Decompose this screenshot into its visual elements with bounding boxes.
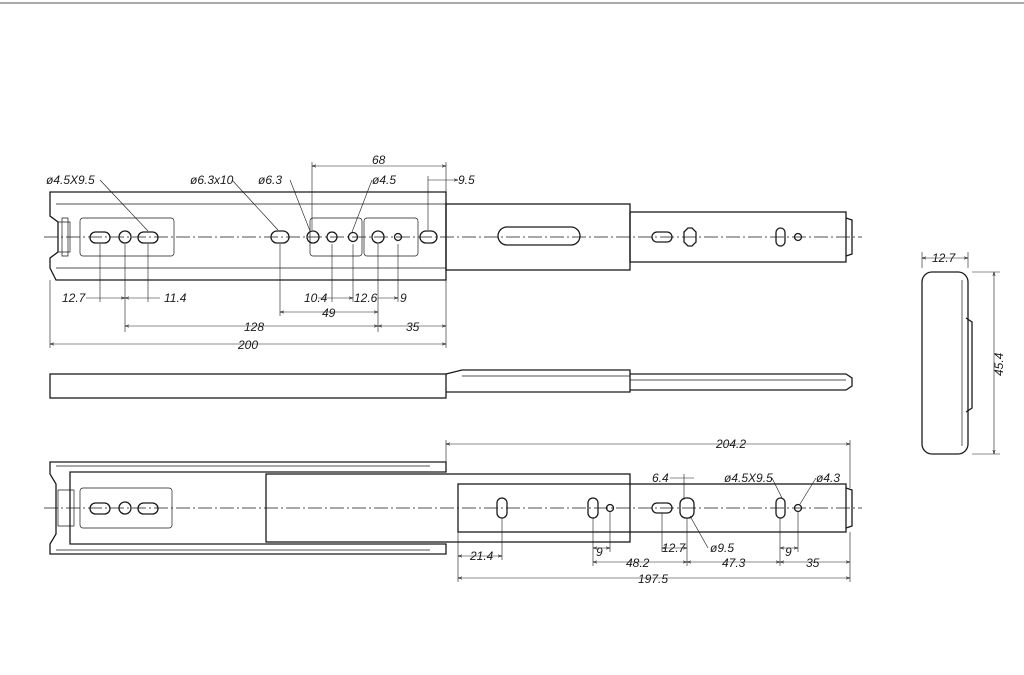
callout-slot-small: ø4.5X9.5 [46, 173, 95, 187]
bottom-outer-rail [49, 461, 447, 555]
bottom-dim-473: 47.3 [722, 556, 746, 570]
dim-126: 12.6 [354, 291, 378, 305]
callout-hole-45: ø4.5 [372, 173, 396, 187]
bottom-dim-1975: 197.5 [638, 572, 668, 586]
side-intermediate-rail [445, 369, 631, 393]
slot-hole-2 [137, 231, 159, 244]
inner-rail-end [845, 217, 853, 257]
bottom-view: 204.2 6.4 ø4.5X9.5 ø4.3 ø9.5 21.4 9 12.7… [44, 437, 862, 586]
bottom-slot-2 [137, 502, 159, 515]
bottom-callout-64: 6.4 [652, 471, 669, 485]
dim-200: 200 [237, 338, 258, 352]
leader-slot-small [99, 179, 149, 232]
dim-68: 68 [372, 153, 386, 167]
bottom-outer-inner [56, 465, 430, 551]
end-profile-outer [921, 271, 969, 455]
dim-104: 10.4 [304, 291, 328, 305]
outer-rail-inner-edge [56, 203, 446, 269]
dim-127-top: 12.7 [62, 291, 87, 305]
leader-hole-63 [289, 179, 311, 232]
slot-hole-1 [89, 231, 111, 244]
side-view [49, 369, 853, 399]
end-dim-height: 45.4 [992, 352, 1006, 376]
bottom-slot-1 [89, 502, 111, 515]
bottom-leader-slot [771, 477, 783, 499]
inner-hole-keyed [683, 227, 697, 247]
leader-slot-medium [231, 179, 279, 231]
bottom-dim-127: 12.7 [662, 541, 687, 555]
bottom-leader-43 [799, 477, 817, 505]
bottom-callout-95: ø9.5 [710, 541, 734, 555]
bottom-inner-end [845, 487, 853, 529]
side-inner-rail [630, 373, 853, 391]
bottom-callout-slot: ø4.5X9.5 [724, 471, 773, 485]
side-outer-rail [49, 373, 447, 399]
dim-128: 128 [244, 320, 264, 334]
bottom-dim-2042: 204.2 [715, 437, 746, 451]
end-profile-flange [965, 317, 973, 413]
end-dim-width: 12.7 [932, 251, 957, 265]
intermediate-slot [497, 226, 581, 246]
callout-95: 9.5 [458, 173, 475, 187]
callout-slot-medium: ø6.3x10 [190, 173, 234, 187]
bottom-dim-482: 48.2 [626, 556, 650, 570]
bottom-dim-9a: 9 [596, 545, 603, 559]
dim-49: 49 [322, 306, 336, 320]
outer-rail-end-tab [61, 217, 69, 257]
bottom-callout-43: ø4.3 [816, 471, 840, 485]
bottom-leader-95 [689, 515, 709, 549]
callout-hole-63: ø6.3 [258, 173, 282, 187]
bottom-dim-35: 35 [806, 556, 820, 570]
bottom-dim-9b: 9 [785, 545, 792, 559]
bottom-dim-214: 21.4 [469, 549, 494, 563]
top-view: ø4.5X9.5 ø6.3x10 ø6.3 ø4.5 9.5 68 12.7 1… [44, 153, 862, 352]
bottom-end-tab [57, 489, 75, 527]
leader-hole-45 [351, 179, 373, 233]
dim-114: 11.4 [164, 291, 187, 305]
end-view: 12.7 45.4 [921, 251, 1006, 455]
dim-35-top: 35 [406, 320, 420, 334]
dim-9-top: 9 [400, 291, 407, 305]
